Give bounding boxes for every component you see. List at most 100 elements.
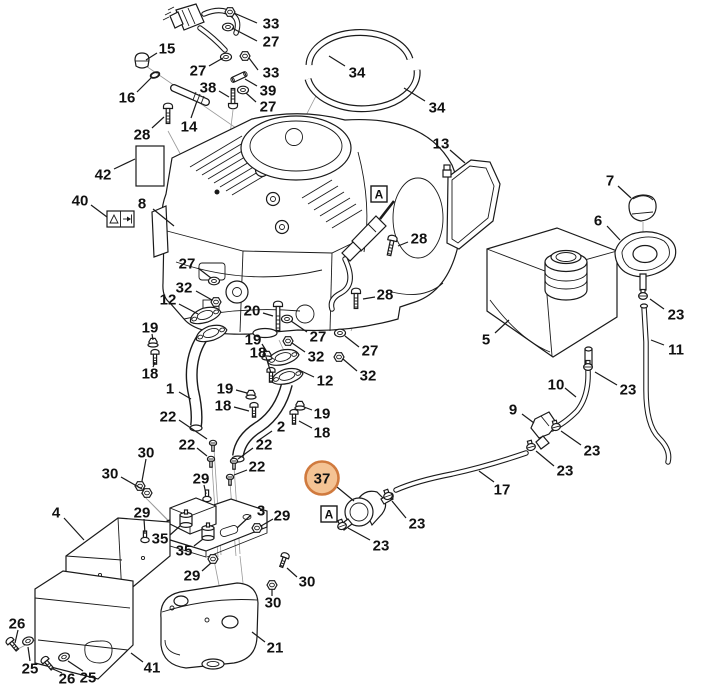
leader-line bbox=[336, 486, 355, 502]
part-callout-19[interactable]: 19 bbox=[217, 381, 234, 398]
part-callout-18[interactable]: 18 bbox=[215, 398, 232, 415]
leader-line bbox=[14, 629, 19, 644]
part-callout-29[interactable]: 29 bbox=[193, 471, 210, 488]
part-callout-27[interactable]: 27 bbox=[362, 343, 379, 360]
hose-elbow-drawing bbox=[530, 411, 558, 450]
part-callout-33[interactable]: 33 bbox=[263, 16, 280, 33]
part-callout-34[interactable]: 34 bbox=[429, 100, 446, 117]
part-callout-26[interactable]: 26 bbox=[9, 616, 26, 633]
part-callout-33[interactable]: 33 bbox=[263, 65, 280, 82]
part-callout-27[interactable]: 27 bbox=[263, 34, 280, 51]
cap-drawing bbox=[134, 52, 150, 69]
part-callout-11[interactable]: 11 bbox=[668, 342, 684, 359]
part-callout-30[interactable]: 30 bbox=[299, 574, 316, 591]
fuel-tank-drawing bbox=[486, 227, 618, 368]
part-callout-23[interactable]: 23 bbox=[557, 463, 574, 480]
leader-line bbox=[391, 500, 407, 519]
part-callout-41[interactable]: 41 bbox=[144, 660, 161, 677]
part-callout-4[interactable]: 4 bbox=[52, 505, 61, 522]
part-callout-23[interactable]: 23 bbox=[373, 538, 390, 555]
part-callout-19[interactable]: 19 bbox=[314, 406, 331, 423]
ref-marker-label: A bbox=[375, 188, 384, 202]
part-callout-30[interactable]: 30 bbox=[265, 595, 282, 612]
part-callout-27[interactable]: 27 bbox=[260, 99, 277, 116]
part-callout-22[interactable]: 22 bbox=[256, 437, 273, 454]
part-callout-40[interactable]: 40 bbox=[72, 193, 89, 210]
part-callout-25[interactable]: 25 bbox=[22, 661, 39, 678]
part-callout-21[interactable]: 21 bbox=[267, 640, 284, 657]
part-callout-30[interactable]: 30 bbox=[102, 466, 119, 483]
part-callout-13[interactable]: 13 bbox=[433, 136, 450, 153]
part-callout-22[interactable]: 22 bbox=[179, 437, 196, 454]
part-callout-35[interactable]: 35 bbox=[176, 543, 193, 560]
part-callout-32[interactable]: 32 bbox=[360, 368, 377, 385]
part-callout-3[interactable]: 3 bbox=[257, 503, 265, 520]
part-callout-1[interactable]: 1 bbox=[166, 381, 174, 398]
leader-line bbox=[298, 369, 315, 378]
leader-line bbox=[151, 333, 154, 341]
part-callout-22[interactable]: 22 bbox=[160, 409, 177, 426]
part-callout-5[interactable]: 5 bbox=[482, 332, 490, 349]
part-callout-32[interactable]: 32 bbox=[308, 349, 325, 366]
part-callout-29[interactable]: 29 bbox=[184, 568, 201, 585]
part-callout-22[interactable]: 22 bbox=[249, 459, 266, 476]
part-callout-17[interactable]: 17 bbox=[494, 482, 511, 499]
part-callout-42[interactable]: 42 bbox=[95, 167, 112, 184]
leader-line bbox=[218, 90, 230, 98]
part-callout-7[interactable]: 7 bbox=[606, 173, 614, 190]
highlight-circle[interactable] bbox=[304, 460, 340, 496]
leader-line bbox=[195, 290, 213, 301]
leader-line bbox=[130, 652, 144, 663]
part-callout-25[interactable]: 25 bbox=[80, 670, 97, 687]
part-callout-30[interactable]: 30 bbox=[138, 445, 155, 462]
part-callout-23[interactable]: 23 bbox=[668, 307, 685, 324]
part-callout-2[interactable]: 2 bbox=[277, 419, 285, 436]
part-callout-37[interactable]: 37 bbox=[314, 471, 331, 488]
part-callout-20[interactable]: 20 bbox=[244, 303, 261, 320]
part-callout-28[interactable]: 28 bbox=[377, 287, 394, 304]
part-callout-6[interactable]: 6 bbox=[594, 213, 602, 230]
stud-drawing bbox=[170, 84, 210, 106]
part-callout-12[interactable]: 12 bbox=[317, 373, 334, 390]
leader-line bbox=[152, 208, 175, 227]
part-callout-9[interactable]: 9 bbox=[509, 402, 517, 419]
part-callout-38[interactable]: 38 bbox=[200, 80, 217, 97]
part-callout-32[interactable]: 32 bbox=[176, 280, 193, 297]
arrow-right-icon bbox=[123, 214, 132, 224]
part-callout-29[interactable]: 29 bbox=[274, 508, 291, 525]
part-callout-23[interactable]: 23 bbox=[620, 382, 637, 399]
part-callout-27[interactable]: 27 bbox=[310, 329, 327, 346]
part-callout-16[interactable]: 16 bbox=[119, 90, 136, 107]
part-callout-23[interactable]: 23 bbox=[584, 443, 601, 460]
part-callout-27[interactable]: 27 bbox=[179, 256, 196, 273]
part-callout-28[interactable]: 28 bbox=[411, 231, 428, 248]
leader-line bbox=[237, 447, 254, 460]
part-callout-39[interactable]: 39 bbox=[260, 83, 277, 100]
part-callout-10[interactable]: 10 bbox=[548, 377, 565, 394]
part-callout-12[interactable]: 12 bbox=[160, 292, 177, 309]
part-callout-34[interactable]: 34 bbox=[349, 65, 366, 82]
leader-line bbox=[649, 298, 665, 310]
leader-line bbox=[328, 55, 346, 67]
part-callout-18[interactable]: 18 bbox=[250, 345, 267, 362]
part-callout-19[interactable]: 19 bbox=[245, 332, 262, 349]
leader-line bbox=[233, 12, 258, 24]
part-callout-23[interactable]: 23 bbox=[409, 516, 426, 533]
part-callout-14[interactable]: 14 bbox=[181, 119, 198, 136]
part-callout-8[interactable]: 8 bbox=[138, 196, 146, 213]
part-callout-26[interactable]: 26 bbox=[59, 671, 76, 687]
leader-line bbox=[244, 78, 258, 87]
leader-line bbox=[245, 92, 257, 103]
part-callout-15[interactable]: 15 bbox=[159, 41, 176, 58]
part-callout-29[interactable]: 29 bbox=[134, 505, 151, 522]
part-callout-35[interactable]: 35 bbox=[152, 531, 169, 548]
heat-shield-lower-drawing bbox=[34, 570, 134, 680]
part-callout-19[interactable]: 19 bbox=[142, 320, 159, 337]
part-callout-27[interactable]: 27 bbox=[190, 63, 207, 80]
part-callout-18[interactable]: 18 bbox=[314, 425, 331, 442]
leader-line bbox=[201, 562, 212, 572]
part-callout-28[interactable]: 28 bbox=[134, 127, 151, 144]
part-callout-18[interactable]: 18 bbox=[142, 366, 159, 383]
leader-line bbox=[141, 458, 147, 482]
